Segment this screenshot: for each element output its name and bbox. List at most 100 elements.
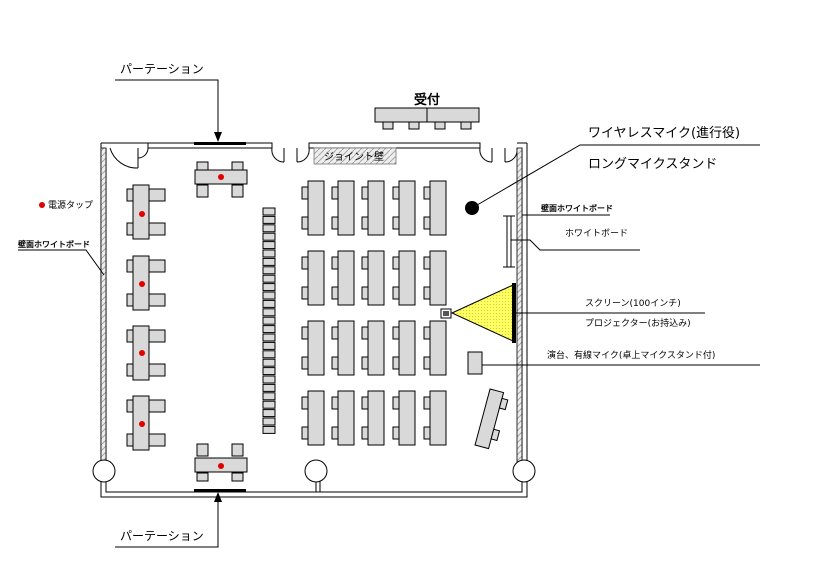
chair [392, 186, 400, 200]
stacked-chair [262, 274, 276, 283]
desk-pair [361, 250, 385, 306]
chair [423, 396, 431, 410]
desk [429, 180, 447, 236]
chair [423, 286, 431, 300]
chair [301, 286, 309, 300]
desk [429, 250, 447, 306]
chair [423, 356, 431, 370]
chair [361, 396, 369, 410]
desk [429, 390, 447, 446]
chair [392, 216, 400, 230]
chair [331, 186, 339, 200]
wireless-mic-label: ワイヤレスマイク(進行役) [588, 126, 740, 141]
reception-label: 受付 [414, 92, 440, 108]
top-table [194, 161, 248, 198]
desk-pair [423, 390, 447, 446]
stacked-chair [262, 257, 276, 266]
desk-pair [331, 320, 355, 376]
desk [367, 250, 385, 306]
chair [331, 356, 339, 370]
desk [429, 320, 447, 376]
stacked-chair [262, 417, 276, 426]
stacked-chair [262, 367, 276, 376]
chair [301, 326, 309, 340]
desk [307, 320, 325, 376]
desk-pair [423, 250, 447, 306]
stacked-chair [262, 266, 276, 275]
stacked-chair [262, 425, 276, 434]
chair [331, 326, 339, 340]
desk-pair [392, 180, 416, 236]
stacked-chair [262, 249, 276, 258]
partition-bottom-label: パーテーション [120, 529, 204, 543]
screen-label: スクリーン(100インチ) [585, 298, 681, 309]
chair [392, 326, 400, 340]
stacked-chairs [262, 207, 276, 434]
desk-pair [301, 390, 325, 446]
whiteboard-label: ホワイトボード [565, 228, 628, 239]
joint-wall [313, 147, 397, 165]
desk-pair [392, 250, 416, 306]
stacked-chair [262, 308, 276, 317]
desk-pair [423, 180, 447, 236]
stacked-chair [262, 341, 276, 350]
desk [337, 180, 355, 236]
desk [398, 180, 416, 236]
stacked-chair [262, 316, 276, 325]
partition-bottom-bar [194, 489, 246, 492]
left-table-group-2 [126, 255, 166, 311]
desk [398, 390, 416, 446]
chair [301, 356, 309, 370]
chair [392, 256, 400, 270]
desk [307, 180, 325, 236]
columns [92, 459, 536, 483]
desk [398, 320, 416, 376]
podium [467, 351, 483, 375]
chair [423, 326, 431, 340]
chair [392, 396, 400, 410]
desk-pair [392, 320, 416, 376]
desk-pair [301, 250, 325, 306]
chair [423, 216, 431, 230]
desk [307, 390, 325, 446]
chair [423, 186, 431, 200]
stacked-chair [262, 207, 276, 216]
desk [367, 390, 385, 446]
chair [392, 356, 400, 370]
desk-pair [392, 390, 416, 446]
reception-tables [374, 107, 480, 130]
stacked-chair [262, 291, 276, 300]
left-table-group-4 [126, 395, 166, 451]
stacked-chair [262, 215, 276, 224]
desk-pair [301, 180, 325, 236]
chair [301, 256, 309, 270]
power-tap-label: 電源タップ [48, 200, 93, 211]
stacked-chair [262, 375, 276, 384]
whiteboard [503, 215, 515, 268]
desk [337, 320, 355, 376]
chair [392, 286, 400, 300]
stacked-chair [262, 283, 276, 292]
stacked-chair [262, 232, 276, 241]
podium-label: 演台、有線マイク(卓上マイクスタンド付) [547, 349, 715, 361]
projection-beam [450, 284, 514, 342]
chair [423, 256, 431, 270]
stacked-chair [262, 241, 276, 250]
desk [337, 250, 355, 306]
chair [361, 216, 369, 230]
chair [331, 286, 339, 300]
stacked-chair [262, 383, 276, 392]
desk-pair [361, 390, 385, 446]
chair [301, 396, 309, 410]
stacked-chair [262, 224, 276, 233]
desk [337, 390, 355, 446]
chair [423, 426, 431, 440]
screen [512, 283, 516, 343]
partition-top-label: パーテーション [120, 62, 204, 76]
chair [301, 426, 309, 440]
desk-pair [361, 320, 385, 376]
stacked-chair [262, 325, 276, 334]
chair [361, 356, 369, 370]
partition-top-bar [194, 142, 246, 145]
